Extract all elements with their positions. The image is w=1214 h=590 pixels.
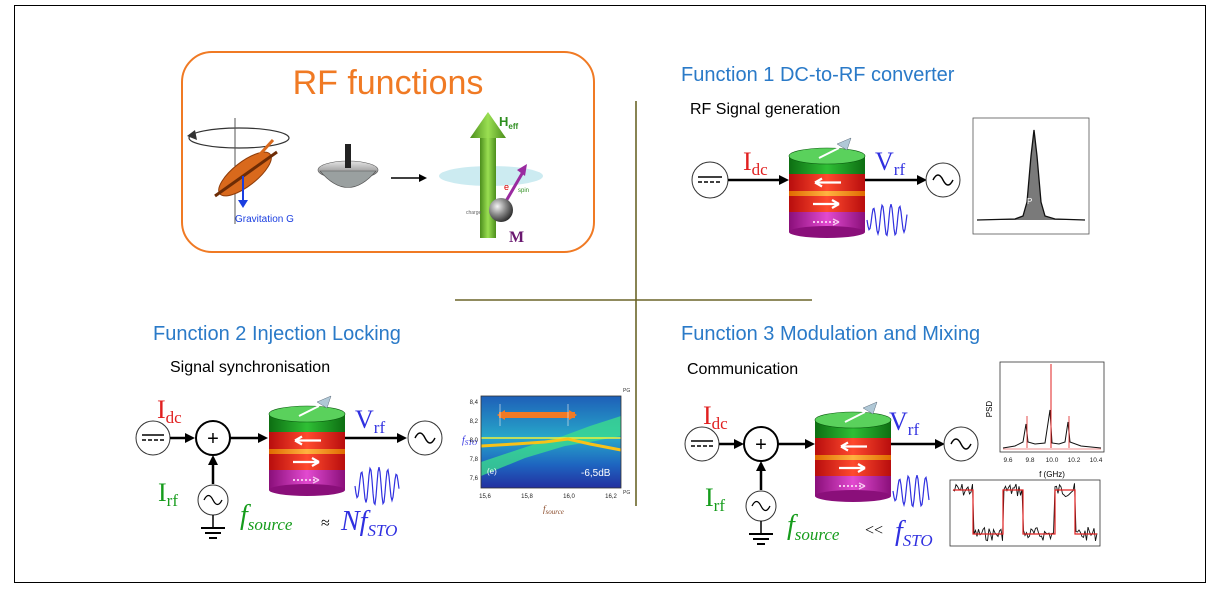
f2-map-fsto-label: fSTO — [462, 435, 477, 447]
f3-fsto-label: fSTO — [895, 516, 933, 550]
f2-spin-stack — [267, 394, 347, 498]
f2-map-ytick: 8,2 — [470, 419, 479, 425]
f2-idc-label: Idc — [157, 395, 182, 427]
f3-spectrum-ylabel: PSD — [985, 401, 994, 418]
heff-label: Heff — [499, 114, 519, 131]
f1-title: Function 1 DC-to-RF converter — [681, 64, 955, 86]
f2-irf-label: Irf — [158, 478, 178, 510]
f2-locking-map: fSTO (e) -6,5dB PG PG fsource 8,4 8,2 8,0 7… — [462, 388, 630, 516]
f2-map-corner-tr: PG — [623, 388, 630, 394]
f3-spectrum-xtick: 10.0 — [1046, 457, 1059, 464]
f1-psd-peak-label: P — [1027, 197, 1032, 206]
f3-subtitle: Communication — [687, 361, 798, 378]
diagram: RF functions Gravitation G — [135, 51, 1105, 550]
function-1-panel: Function 1 DC-to-RF converter RF Signal … — [681, 64, 1090, 240]
f3-title: Function 3 Modulation and Mixing — [681, 323, 980, 345]
f2-map-xaxis-label: fsource — [543, 504, 564, 516]
rf-functions-box: RF functions Gravitation G — [181, 51, 595, 253]
f1-vrf-label: Vrf — [875, 147, 905, 179]
spin-label: spin — [518, 188, 529, 194]
figure-frame: RF functions Gravitation G — [14, 5, 1206, 583]
f3-fsource-label: fsource — [787, 510, 840, 544]
spinning-top-icon — [317, 144, 379, 188]
m-label: M — [509, 229, 524, 246]
f2-map-db-label: -6,5dB — [581, 468, 611, 479]
gyroscope-illustration: Gravitation G — [187, 118, 294, 225]
f3-dc-source-icon — [684, 426, 720, 462]
f1-rf-waveform — [866, 203, 908, 237]
f2-vrf-label: Vrf — [355, 405, 385, 437]
f2-map-ytick: 7,6 — [470, 476, 479, 482]
f2-map-xtick: 16,2 — [605, 494, 617, 500]
f2-ac-output-icon — [407, 420, 443, 456]
f2-rf-waveform — [354, 466, 400, 506]
f2-rf-source-icon — [197, 484, 229, 516]
f1-idc-label: Idc — [743, 147, 768, 179]
function-3-panel: Function 3 Modulation and Mixing Communi… — [681, 323, 1105, 550]
f3-spectrum-xtick: 9.6 — [1003, 457, 1012, 464]
f2-title: Function 2 Injection Locking — [153, 323, 401, 345]
f3-spectrum-xtick: 10.2 — [1068, 457, 1081, 464]
f3-time-trace-plot — [949, 479, 1101, 547]
f2-fsource-label: fsource — [240, 500, 293, 534]
f2-map-xtick: 15,6 — [479, 494, 491, 500]
f2-map-ytick: 8,4 — [470, 400, 479, 406]
f3-plus-label: + — [755, 434, 767, 456]
f2-subtitle: Signal synchronisation — [170, 359, 330, 376]
f2-nfsto-label: NfSTO — [340, 506, 397, 540]
f3-spin-stack — [813, 400, 893, 504]
f3-irf-label: Irf — [705, 483, 725, 515]
f3-idc-label: Idc — [703, 401, 728, 433]
charge-label: charge — [466, 210, 482, 216]
f2-ground-icon — [201, 515, 225, 539]
f3-rf-waveform — [892, 474, 930, 508]
rf-box-title: RF functions — [293, 64, 484, 102]
f3-spectrum-xtick: 9.8 — [1025, 457, 1034, 464]
f3-rf-source-icon — [745, 490, 777, 522]
f2-map-corner-br: PG — [623, 490, 630, 496]
f3-spectrum-plot: PSD 9.6 9.8 10.0 10.2 10.4 f (GHz) — [985, 361, 1105, 479]
f1-ac-output-icon — [925, 162, 961, 198]
f2-map-panel-label: (e) — [487, 467, 497, 476]
f2-map-ytick: 7,8 — [470, 457, 479, 463]
f1-spin-stack — [787, 136, 867, 240]
f3-ground-icon — [749, 521, 773, 545]
f3-spectrum-xlabel: f (GHz) — [1039, 470, 1065, 479]
gravitation-label: Gravitation G — [235, 214, 294, 225]
f1-psd-plot: P — [972, 117, 1090, 235]
f2-plus-label: + — [207, 428, 219, 450]
f3-vrf-label: Vrf — [889, 407, 919, 439]
electron-label: e — [504, 182, 509, 192]
f1-dc-source-icon — [691, 161, 729, 199]
f2-map-xtick: 16,0 — [563, 494, 575, 500]
f2-map-xtick: 15,8 — [521, 494, 533, 500]
function-2-panel: Function 2 Injection Locking Signal sync… — [135, 323, 630, 540]
right-arrow-icon — [391, 174, 427, 182]
f3-ac-output-icon — [943, 426, 979, 462]
f2-approx-label: ≈ — [321, 515, 330, 532]
f2-map-ytick: 8,0 — [470, 438, 479, 444]
f3-spectrum-xtick: 10.4 — [1090, 457, 1103, 464]
spin-precession-illustration: Heff e spin charge M — [439, 112, 543, 246]
f1-subtitle: RF Signal generation — [690, 101, 840, 118]
f3-ll-label: << — [865, 522, 883, 539]
